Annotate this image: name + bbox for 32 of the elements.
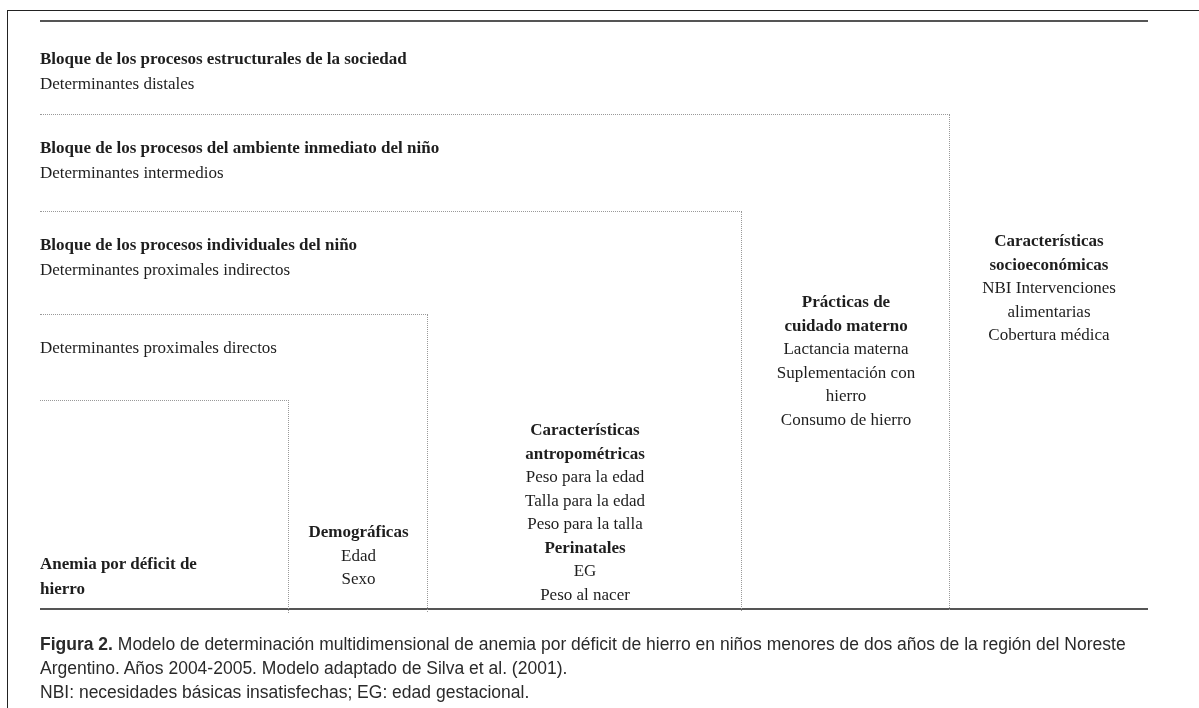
- heading-text: Prácticas de cuidado materno: [783, 291, 909, 337]
- label-text: Consumo de hierro: [779, 408, 913, 431]
- block-region: [40, 211, 742, 611]
- block-region: [40, 20, 1148, 610]
- label-text: NBI Intervenciones alimentarias: [981, 277, 1117, 323]
- block-region: [40, 314, 428, 612]
- figure-caption: Figura 2. Modelo de determinación multidimensional de anemia por déficit de hierro en niños menores de dos años de la región del Noreste Argentino. Años 2004-2005. Modelo adaptado de Silva et al. (2001).: [40, 633, 1127, 680]
- block-region: [40, 400, 289, 613]
- heading-text: Bloque de los procesos estructurales de la sociedad: [40, 48, 407, 70]
- label-text: Cobertura médica: [987, 324, 1111, 346]
- label-text: Determinantes distales: [40, 73, 196, 95]
- heading-text: Anemia por déficit de hierro: [40, 553, 198, 600]
- label-text: Edad: [340, 544, 377, 567]
- label-text: Lactancia materna: [782, 338, 910, 360]
- label-text: Sexo: [340, 568, 377, 590]
- heading-text: Bloque de los procesos individuales del niño: [40, 234, 358, 256]
- heading-text: Demográficas: [307, 521, 410, 543]
- label-text: Determinantes proximales directos: [40, 337, 277, 359]
- footnote-text: NBI: necesidades básicas insatisfechas; EG: edad gestacional.: [40, 681, 530, 704]
- heading-text: Características antropométricas: [524, 419, 646, 465]
- heading-text: Características socioeconómicas: [988, 230, 1110, 276]
- label-text: Suplementación con hierro: [775, 361, 917, 407]
- label-text: Determinantes proximales indirectos: [40, 259, 292, 281]
- label-text: Peso al nacer: [539, 583, 631, 606]
- label-text: Determinantes intermedios: [40, 162, 225, 184]
- label-text: Talla para la edad: [523, 489, 647, 512]
- label-text: Peso para la talla: [526, 513, 644, 535]
- label-text: EG: [572, 560, 598, 582]
- heading-text: Bloque de los procesos del ambiente inmediato del niño: [40, 137, 440, 159]
- heading-text: Perinatales: [543, 536, 627, 559]
- label-text: Peso para la edad: [524, 466, 646, 488]
- block-region: [40, 114, 950, 610]
